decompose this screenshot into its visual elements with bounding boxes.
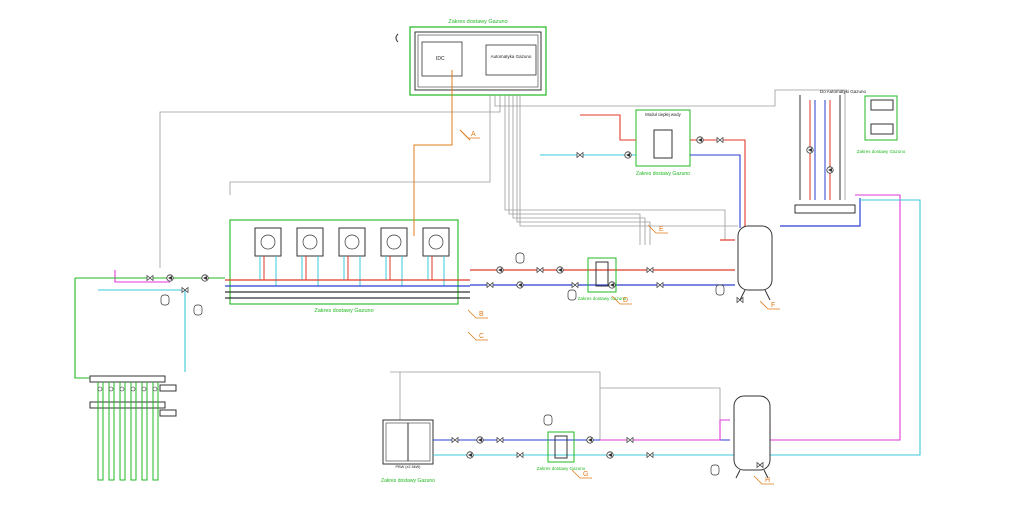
marker-label: F (771, 302, 775, 309)
valve-icon (181, 286, 189, 294)
marker-e: E (647, 224, 668, 234)
valve-icon (486, 281, 494, 289)
pump-icon (608, 281, 616, 289)
pump-icon (496, 266, 504, 274)
pump-icon (806, 146, 814, 154)
pump-icon (606, 451, 614, 459)
marker-b: B (467, 309, 488, 319)
dhw-tank-h (733, 395, 771, 479)
buffer-tank-f (737, 225, 773, 301)
boiler-icon (380, 227, 408, 286)
right-scope-label: Zakres dostawy Gazuno (857, 149, 906, 154)
boilers-scope-label: Zakres dostawy Gazuno (314, 308, 373, 314)
marker-label: C (479, 333, 484, 340)
valve-icon (146, 274, 154, 282)
heat-pump-label: PBW (x2.5kW) (396, 465, 422, 469)
expansion-vessel-icon (710, 464, 720, 476)
boiler-headers (225, 279, 470, 299)
valve-icon (646, 451, 654, 459)
expansion-vessel-icon (715, 284, 725, 296)
hx-d-scope-label: Zakres dostawy Gazuno (578, 296, 627, 301)
heat-pump-unit: PBW (x2.5kW) Zakres dostawy Gazuno (381, 419, 435, 484)
marker-label: A (471, 131, 476, 138)
valve-icon (576, 151, 584, 159)
hot-water-module: Moduł ciepłej wody Zakres dostawy Gazuno (635, 109, 691, 177)
marker-f: F (759, 300, 780, 310)
heat-exchanger-d: Zakres dostawy Gazuno (578, 257, 627, 301)
borehole-loop (130, 382, 137, 481)
hot-water-module-label: Moduł ciepłej wody (645, 112, 681, 117)
valve-icon (571, 281, 579, 289)
valve-icon (496, 436, 504, 444)
pump-icon (696, 136, 704, 144)
valve-icon (451, 436, 459, 444)
valve-icon (516, 451, 524, 459)
pump-icon (556, 266, 564, 274)
expansion-vessel-icon (543, 414, 553, 426)
pump-icon (166, 274, 174, 282)
cabinet-scope-label: Zakres dostawy Gazuno (448, 19, 507, 25)
valve-icon (756, 461, 764, 469)
section-markers: A B C D E F G H (459, 129, 780, 485)
boiler-icon (296, 227, 324, 286)
hwm-scope-label: Zakres dostawy Gazuno (636, 171, 690, 177)
boiler-icon (338, 227, 366, 286)
valve-icon (646, 266, 654, 274)
pump-icon (586, 436, 594, 444)
hx-g-scope-label: Zakres dostawy Gazuno (537, 466, 586, 471)
main-distribution (470, 198, 861, 286)
hot-water-pipes (540, 114, 746, 228)
boiler-icon (254, 227, 282, 286)
borehole-loop (141, 382, 148, 481)
valve-icon (736, 296, 744, 304)
borehole-loop (97, 382, 104, 481)
marker-label: H (765, 477, 770, 484)
expansion-vessel-icon (515, 252, 525, 264)
pump-icon (466, 451, 474, 459)
svg-text:IDC: IDC (436, 56, 445, 62)
borehole-loop (119, 382, 126, 481)
valve-icon (626, 436, 634, 444)
marker-h: H (753, 475, 774, 485)
heat-pump-scope-label: Zakres dostawy Gazuno (381, 478, 435, 484)
expansion-vessel-icon (567, 289, 577, 301)
loop-pipes (98, 194, 921, 456)
pump-icon (516, 281, 524, 289)
automation-box (485, 44, 537, 76)
automation-label: Automatyka Gazuno (491, 54, 532, 59)
expansion-vessel-icon (193, 304, 203, 316)
expansion-vessel-icon (160, 294, 170, 306)
pump-icon (624, 151, 632, 159)
borehole-loop (152, 382, 159, 481)
valve-icon (536, 266, 544, 274)
marker-g: G (571, 469, 592, 479)
borehole-loop (108, 382, 115, 481)
automation-link-label: Do Automatyki Gazuno (820, 89, 867, 94)
control-cabinet: Zakres dostawy Gazuno IDC Automatyka Gaz… (395, 19, 547, 96)
pump-icon (826, 166, 834, 174)
pump-icon (476, 436, 484, 444)
heat-exchanger-g: Zakres dostawy Gazuno (537, 431, 586, 471)
right-module: Do Automatyki Gazuno Zakres dostawy Gazu… (794, 89, 906, 214)
marker-label: E (659, 226, 664, 233)
component-symbols (146, 136, 834, 476)
marker-d: D (611, 295, 632, 305)
boiler-cascade: Zakres dostawy Gazuno (229, 219, 459, 314)
pump-icon (201, 274, 209, 282)
marker-label: B (479, 311, 484, 318)
valve-icon (656, 281, 664, 289)
boiler-icon (422, 227, 450, 286)
valve-icon (716, 136, 724, 144)
marker-a: A (459, 129, 480, 139)
signal-cables (159, 89, 846, 440)
controller-panel (421, 41, 463, 77)
marker-label: G (583, 471, 588, 478)
marker-label: D (623, 297, 628, 304)
borehole-loops (97, 382, 159, 481)
marker-c: C (467, 331, 488, 341)
